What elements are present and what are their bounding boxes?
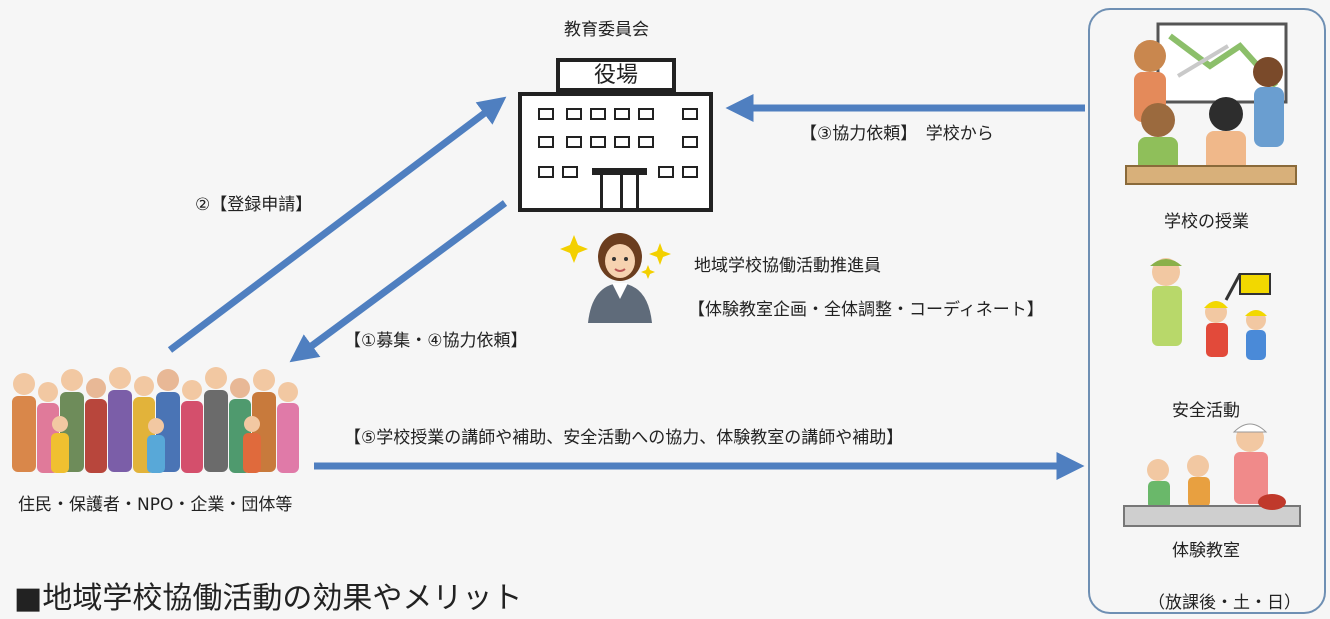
arrow-registration	[167, 96, 507, 353]
window	[614, 108, 630, 120]
window	[614, 136, 630, 148]
window	[538, 108, 554, 120]
activities-panel: 学校の授業 安全活動 体験教室 （放課後・土・日）	[1088, 8, 1326, 614]
promoter-role: 【体験教室企画・全体調整・コーディネート】	[688, 300, 1044, 320]
classroom-illustration	[1125, 22, 1297, 185]
section-heading: ■地域学校協働活動の効果やメリット	[14, 581, 523, 616]
window	[658, 166, 674, 178]
entrance-roof	[592, 168, 647, 175]
class-label: 学校の授業	[1164, 212, 1249, 232]
residents-illustration	[12, 367, 299, 473]
window	[682, 136, 698, 148]
window	[590, 108, 606, 120]
safety-illustration	[1150, 258, 1271, 360]
school-request-label: 【③協力依頼】 学校から	[800, 124, 994, 144]
window	[682, 108, 698, 120]
window	[638, 108, 654, 120]
promoter-title: 地域学校協働活動推進員	[694, 256, 881, 276]
board-label: 教育委員会	[564, 20, 649, 40]
schedule-label: （放課後・土・日）	[1148, 593, 1301, 613]
window	[562, 166, 578, 178]
cooperation-label: 【⑤学校授業の講師や補助、安全活動への協力、体験教室の講師や補助】	[344, 428, 904, 448]
experience-label: 体験教室	[1172, 541, 1240, 561]
window	[566, 136, 582, 148]
building-sign: 役場	[556, 58, 676, 92]
experience-illustration	[1123, 423, 1301, 527]
residents-label: 住民・保護者・NPO・企業・団体等	[18, 495, 293, 515]
window	[590, 136, 606, 148]
recruit-label: 【①募集・④協力依頼】	[344, 331, 528, 351]
promoter-illustration	[560, 233, 671, 323]
window	[682, 166, 698, 178]
safety-label: 安全活動	[1172, 401, 1240, 421]
window	[566, 108, 582, 120]
registration-label: ②【登録申請】	[195, 195, 313, 215]
arrow-recruit	[289, 200, 508, 363]
window	[538, 136, 554, 148]
window	[538, 166, 554, 178]
entrance-door	[600, 175, 639, 212]
town-hall-building	[518, 92, 713, 212]
window	[638, 136, 654, 148]
